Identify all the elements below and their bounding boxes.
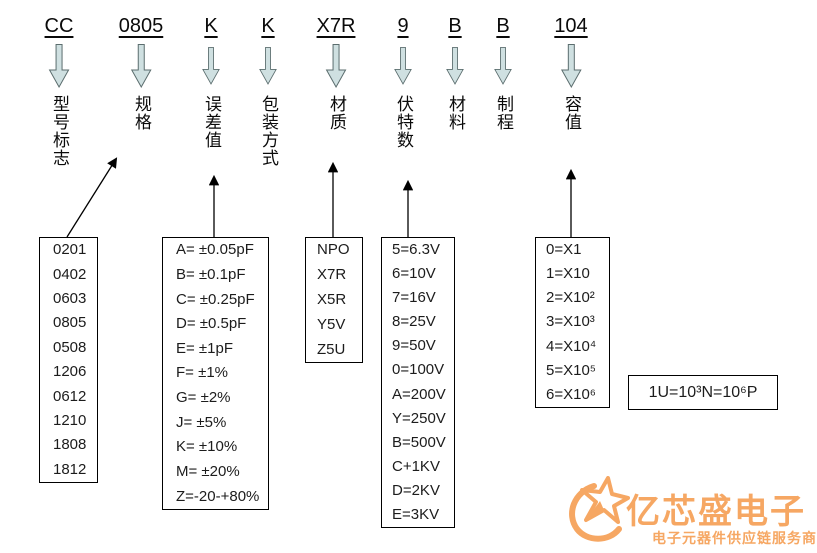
code-column-size: 0805 规格 [119,14,164,131]
comet-star-logo-icon [569,476,630,542]
voltage-code-item: B=500V [392,433,446,451]
field-label: 容值 [562,95,581,131]
tolerance-code-item: K= ±10% [176,438,238,456]
tolerance-codes-box: A= ±0.05pF B= ±0.1pF C= ±0.25pF D= ±0.5pF E=… [162,237,269,510]
size-codes-box: 0201 0402 0603 0805 0508 1206 0612 1210 1808 1812 [39,237,98,483]
multiplier-code-item: 2=X10² [546,289,595,307]
watermark-tagline-text: 电子元器件供应链服务商 [652,530,817,546]
size-code-item: 1812 [53,460,87,478]
size-code-item: 1210 [53,411,87,429]
size-code-item: 0805 [53,314,87,332]
field-label: 材质 [327,95,346,131]
tolerance-code-item: C= ±0.25pF [176,290,255,308]
voltage-code-item: Y=250V [392,409,446,427]
tolerance-code-item: E= ±1pF [176,339,234,357]
code-column-material2: B 材料 [445,14,465,131]
down-arrow-icon [560,44,582,88]
size-code-item: 0201 [53,241,87,259]
field-label: 误差值 [202,95,221,149]
down-arrow-icon [202,47,220,85]
tolerance-code-item: D= ±0.5pF [176,315,247,333]
code-value: B [448,15,462,37]
field-label: 规格 [132,95,151,131]
tolerance-code-item: M= ±20% [176,462,240,480]
down-arrow-icon [48,44,70,88]
code-value: 104 [554,15,588,37]
code-column-model: CC 型号标志 [45,14,74,167]
voltage-code-item: 6=10V [392,265,436,283]
watermark-brand-text: 亿芯盛电子 [626,493,806,531]
unit-formula: 1U=10³N=10⁶P [648,383,758,401]
field-label: 型号标志 [49,95,69,167]
tolerance-code-item: J= ±5% [176,413,227,431]
field-label: 包装方式 [259,95,278,167]
voltage-code-item: 7=16V [392,289,436,307]
multiplier-code-item: 1=X10 [546,265,590,283]
size-code-item: 1206 [53,363,87,381]
multiplier-code-item: 6=X10⁶ [546,385,596,403]
voltage-code-item: E=3KV [392,505,440,523]
voltage-codes-box: 5=6.3V 6=10V 7=16V 8=25V 9=50V 0=100V A=200V Y=… [381,237,455,528]
tolerance-code-item: Z=-20-+80% [176,487,260,505]
code-column-capacitance: 104 容值 [554,14,587,131]
code-value: 9 [397,15,409,37]
field-label: 制程 [494,95,513,131]
material-code-item: X5R [317,290,347,308]
code-column-voltage: 9 伏特数 [393,14,413,149]
multiplier-code-item: 4=X10⁴ [546,337,597,355]
material-code-item: Y5V [317,315,346,333]
down-arrow-icon [446,47,464,85]
unit-formula-box: 1U=10³N=10⁶P [628,375,778,410]
voltage-code-item: 8=25V [392,313,436,331]
code-value: B [496,15,510,37]
size-code-item: 0402 [53,265,87,283]
multiplier-code-item: 0=X1 [546,241,582,259]
multiplier-code-item: 3=X10³ [546,313,595,331]
multiplier-code-item: 5=X10⁵ [546,361,597,379]
field-label: 伏特数 [394,95,413,149]
voltage-code-item: 0=100V [392,361,445,379]
multiplier-codes-box: 0=X1 1=X10 2=X10² 3=X10³ 4=X10⁴ 5=X10⁵ 6=X10⁶ [535,237,610,408]
code-value: CC [44,15,74,37]
size-code-item: 0508 [53,338,87,356]
down-arrow-icon [494,47,512,85]
code-column-process: B 制程 [493,14,513,131]
tolerance-code-item: G= ±2% [176,389,231,407]
tolerance-code-item: A= ±0.05pF [176,241,254,259]
voltage-code-item: A=200V [392,385,446,403]
down-arrow-icon [325,44,347,88]
material-code-item: X7R [317,266,347,284]
code-value: K [204,15,218,37]
material-codes-box: NPO X7R X5R Y5V Z5U [305,237,363,363]
voltage-code-item: C+1KV [392,457,440,475]
tolerance-code-item: F= ±1% [176,364,229,382]
code-column-packaging: K 包装方式 [258,14,278,167]
voltage-code-item: 9=50V [392,337,436,355]
down-arrow-icon [394,47,412,85]
size-code-item: 0603 [53,289,87,307]
code-value: K [261,15,275,37]
down-arrow-icon [130,44,152,88]
code-value: 0805 [118,15,164,37]
material-code-item: Z5U [317,340,346,358]
code-column-tolerance: K 误差值 [201,14,221,149]
material-code-item: NPO [317,241,350,259]
size-code-item: 1808 [53,436,87,454]
down-arrow-icon [259,47,277,85]
code-value: X7R [316,15,356,37]
size-code-item: 0612 [53,387,87,405]
tolerance-code-item: B= ±0.1pF [176,265,246,283]
field-label: 材料 [446,95,465,131]
voltage-code-item: 5=6.3V [392,241,440,259]
voltage-code-item: D=2KV [392,481,440,499]
code-column-material: X7R 材质 [317,14,356,131]
watermark: 亿芯盛电子 电子元器件供应链服务商 [562,470,817,553]
